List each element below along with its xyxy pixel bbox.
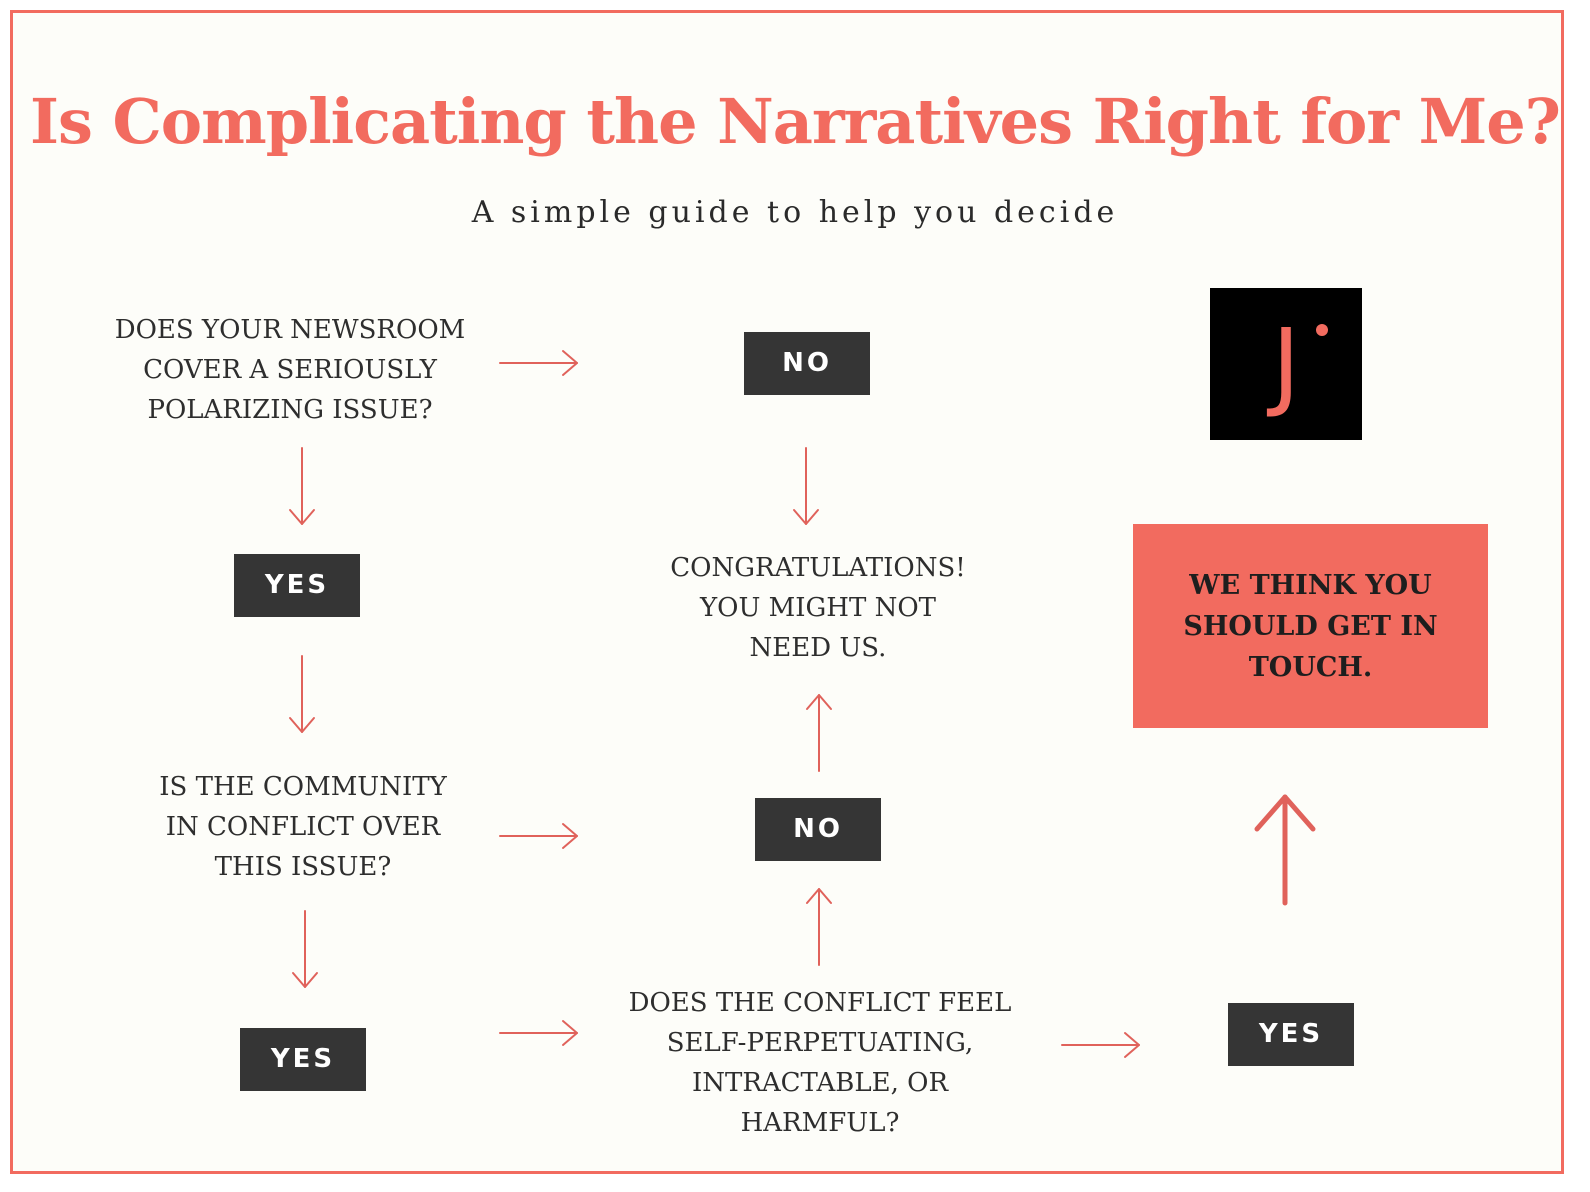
- yes-tag-second: YES: [240, 1028, 366, 1091]
- arrow-up-yes-to-result: [1254, 794, 1316, 906]
- arrow-down-q1-to-yes: [289, 447, 315, 525]
- question-newsroom-polarizing: DOES YOUR NEWSROOM COVER A SERIOUSLY POL…: [114, 315, 466, 425]
- question-community-conflict: IS THE COMMUNITY IN CONFLICT OVER THIS I…: [159, 772, 447, 882]
- no-tag-top: NO: [744, 332, 870, 395]
- journalism-logo-icon: J: [1210, 288, 1362, 440]
- yes-tag-final: YES: [1228, 1003, 1354, 1066]
- congratulations-text: CONGRATULATIONS! YOU MIGHT NOT NEED US.: [670, 553, 966, 663]
- result-box: WE THINK YOU SHOULD GET IN TOUCH.: [1133, 524, 1488, 728]
- question-conflict-harmful: DOES THE CONFLICT FEEL SELF-PERPETUATING…: [628, 988, 1012, 1138]
- page-subtitle: A simple guide to help you decide: [471, 195, 1119, 230]
- arrow-right-q2-to-no: [499, 823, 578, 849]
- arrow-right-q3-to-yes: [1061, 1032, 1140, 1058]
- yes-tag-first: YES: [234, 554, 360, 617]
- result-text: WE THINK YOU SHOULD GET IN TOUCH.: [1183, 569, 1438, 683]
- arrow-down-q2-to-yes: [292, 910, 318, 988]
- arrow-right-yes-to-q3: [499, 1020, 578, 1046]
- arrow-up-q3-to-no: [806, 888, 832, 966]
- no-tag-middle: NO: [755, 798, 881, 861]
- page-title: Is Complicating the Narratives Right for…: [29, 85, 1561, 158]
- logo-letter: J: [1271, 308, 1301, 420]
- arrow-up-no-to-congrats: [806, 694, 832, 772]
- arrow-down-yes-to-q2: [289, 655, 315, 733]
- arrow-right-q1-to-no: [499, 350, 578, 376]
- logo-dot: [1316, 324, 1328, 336]
- arrow-down-no-to-congrats: [793, 447, 819, 525]
